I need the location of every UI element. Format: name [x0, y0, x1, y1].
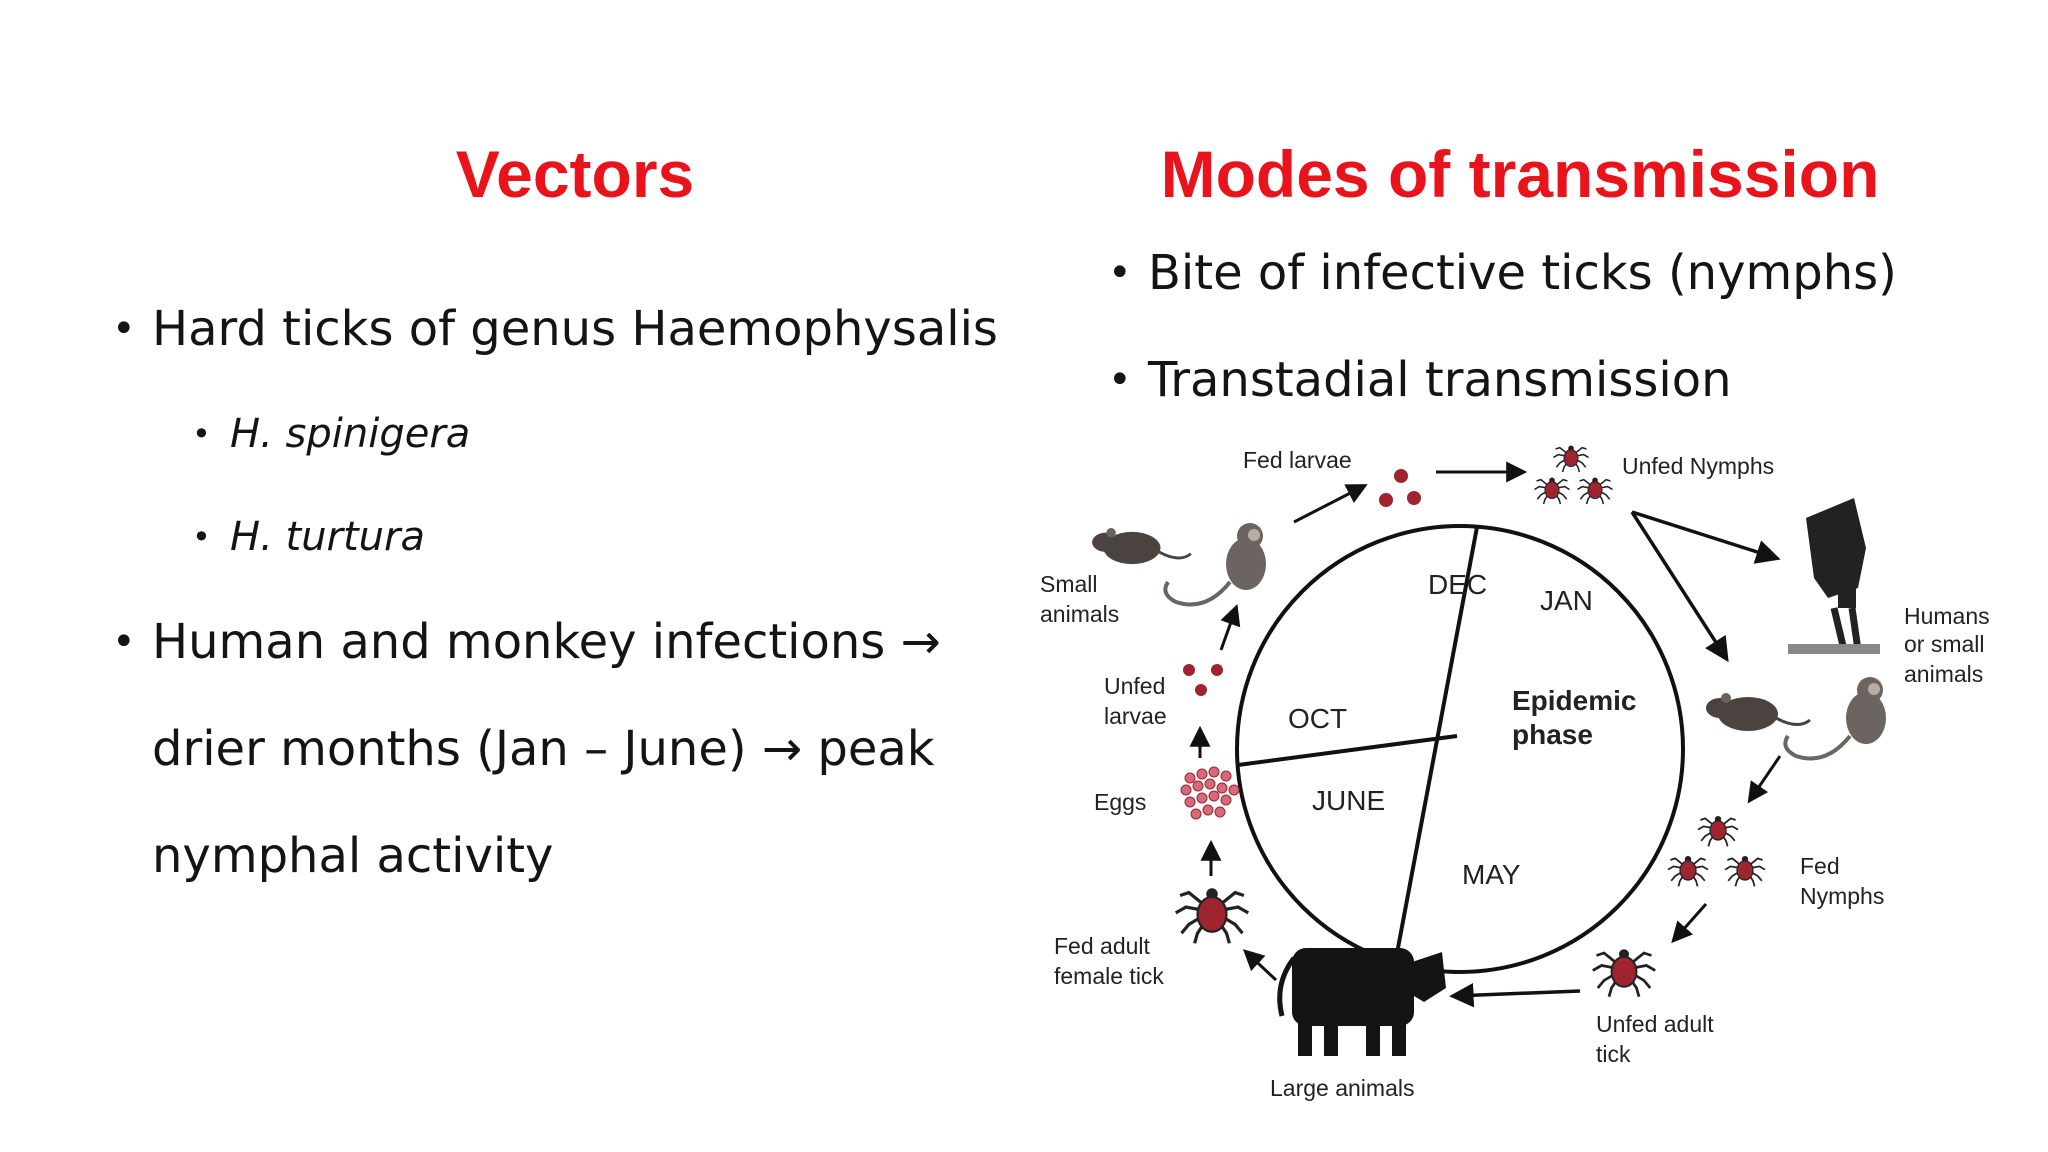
unfed-larvae-icon: [1183, 664, 1223, 696]
month-may: MAY: [1462, 859, 1521, 890]
item-text-line: Human and monkey infections →: [152, 614, 941, 670]
fed-nymphs-icon: [1667, 815, 1766, 888]
vectors-list: • Hard ticks of genus Haemophysalis • H.…: [112, 276, 1012, 910]
label-fed-female-2: female tick: [1054, 963, 1164, 989]
unfed-adult-tick-icon: [1591, 947, 1657, 999]
item-text: H. spinigera: [230, 411, 471, 457]
cow-icon: [1277, 948, 1446, 1056]
fed-female-tick-icon: [1174, 886, 1250, 945]
human-icon: [1788, 498, 1880, 654]
list-item: • Transtadial transmission: [1108, 327, 2008, 434]
modes-heading: Modes of transmission: [1160, 137, 1880, 211]
list-item: • H. turtura: [192, 486, 1012, 589]
fed-larvae-icon: [1379, 469, 1421, 507]
month-oct: OCT: [1288, 703, 1347, 734]
label-humans-2: or small: [1904, 631, 1985, 657]
tick-life-cycle-diagram: DEC JAN OCT JUNE MAY Epidemic phase Fed …: [1040, 444, 1990, 1101]
label-eggs: Eggs: [1094, 789, 1146, 815]
label-unfed-nymphs: Unfed Nymphs: [1622, 453, 1774, 479]
month-june: JUNE: [1312, 785, 1385, 816]
season-wheel: DEC JAN OCT JUNE MAY Epidemic phase: [1235, 524, 1685, 974]
label-small-animals-2: animals: [1040, 601, 1119, 627]
epidemic-label: Epidemic: [1512, 685, 1636, 716]
bullet-icon: •: [192, 518, 211, 556]
item-text: Hard ticks of genus Haemophysalis: [152, 301, 998, 357]
bullet-icon: •: [112, 619, 136, 665]
month-dec: DEC: [1428, 569, 1487, 600]
label-fed-nymphs-1: Fed: [1800, 853, 1840, 879]
bullet-icon: •: [192, 415, 211, 453]
item-text: Bite of infective ticks (nymphs): [1148, 245, 1897, 301]
item-text-line: drier months (Jan – June) → peak: [152, 721, 935, 777]
list-item: • Bite of infective ticks (nymphs): [1108, 220, 2008, 327]
label-small-animals-1: Small: [1040, 571, 1098, 597]
item-text: H. turtura: [230, 514, 425, 560]
unfed-nymphs-icon: [1533, 444, 1614, 505]
label-humans-3: animals: [1904, 661, 1983, 687]
item-text: Transtadial transmission: [1148, 352, 1732, 408]
label-unfed-larvae-1: Unfed: [1104, 673, 1165, 699]
label-fed-female-1: Fed adult: [1054, 933, 1151, 959]
list-item: • Human and monkey infections → drier mo…: [112, 589, 1012, 910]
eggs-icon: [1180, 766, 1240, 820]
label-unfed-adult-1: Unfed adult: [1596, 1011, 1714, 1037]
vectors-heading: Vectors: [455, 137, 695, 211]
label-humans-1: Humans: [1904, 603, 1990, 629]
label-fed-larvae: Fed larvae: [1243, 447, 1352, 473]
label-large-animals: Large animals: [1270, 1075, 1414, 1101]
label-fed-nymphs-2: Nymphs: [1800, 883, 1884, 909]
item-text-line: nymphal activity: [152, 828, 554, 884]
label-unfed-larvae-2: larvae: [1104, 703, 1167, 729]
transmission-list: • Bite of infective ticks (nymphs) • Tra…: [1108, 220, 2008, 434]
bullet-icon: •: [112, 306, 136, 352]
phase-label: phase: [1512, 719, 1593, 750]
left-small-animals-icon: [1090, 521, 1268, 607]
month-jan: JAN: [1540, 585, 1593, 616]
bullet-icon: •: [1108, 357, 1132, 403]
right-small-animals-icon: [1704, 675, 1888, 761]
list-item: • H. spinigera: [192, 383, 1012, 486]
label-unfed-adult-2: tick: [1596, 1041, 1631, 1067]
list-item: • Hard ticks of genus Haemophysalis: [112, 276, 1012, 383]
bullet-icon: •: [1108, 250, 1132, 296]
